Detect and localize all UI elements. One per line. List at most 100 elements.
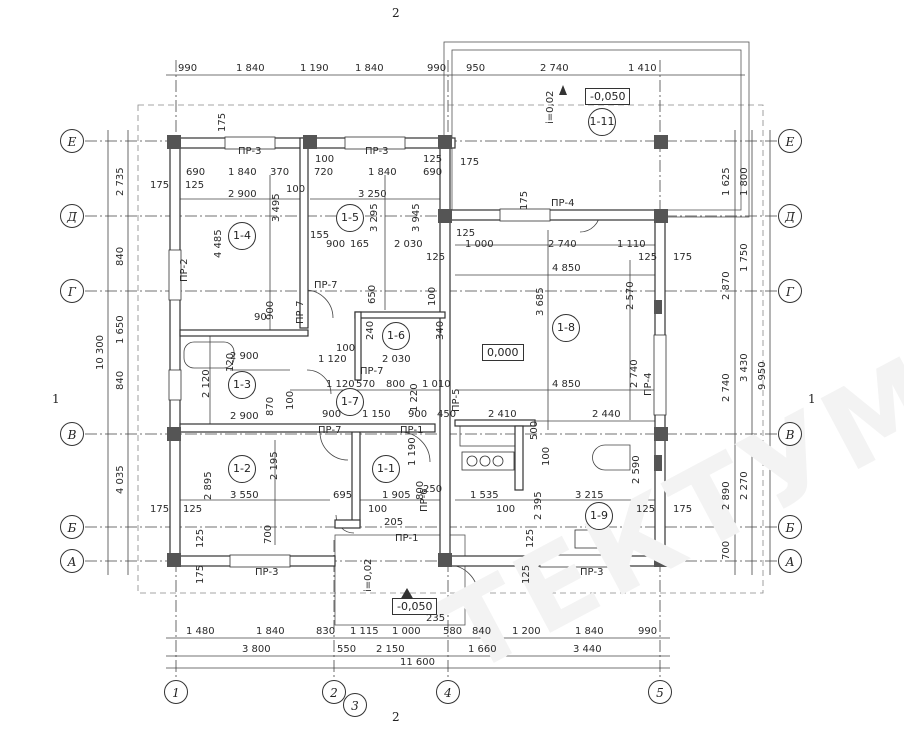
inner-dim: 900 <box>322 409 342 420</box>
inner-dim: 175 <box>150 180 170 191</box>
inner-dim: 3 215 <box>575 490 604 501</box>
inner-dim: 100 <box>286 184 306 195</box>
inner-dim: 570 <box>356 379 376 390</box>
left-dim: 1 650 <box>115 315 126 344</box>
top-dim: 950 <box>466 63 486 74</box>
inner-dim: 175 <box>519 190 530 210</box>
inner-dim: 2 570 <box>625 281 636 310</box>
inner-dim: 125 <box>195 528 206 548</box>
inner-dim: 175 <box>673 252 693 263</box>
right-dim: 2 870 <box>721 271 732 300</box>
inner-dim: 100 <box>496 504 516 515</box>
axis-row-left-b: Б <box>60 515 84 539</box>
bottom-dim: 550 <box>337 644 357 655</box>
opening-pr3-top-left: ПР-3 <box>238 146 262 157</box>
room-tag-1-4: 1-4 <box>228 222 256 250</box>
level-mark-porch: -0,050 <box>392 598 438 615</box>
left-dim: 2 735 <box>115 167 126 196</box>
inner-dim: 800 <box>386 379 406 390</box>
inner-dim: 690 <box>186 167 206 178</box>
inner-dim: 125 <box>638 252 658 263</box>
inner-dim: 900 <box>326 239 346 250</box>
room-tag-1-3: 1-3 <box>228 371 256 399</box>
inner-dim: 240 <box>365 320 376 340</box>
inner-dim: 175 <box>195 564 206 584</box>
inner-dim: 3 495 <box>271 193 282 222</box>
inner-dim: 175 <box>150 504 170 515</box>
left-dim: 840 <box>115 246 126 266</box>
inner-dim: 4 485 <box>213 229 224 258</box>
opening-pr4-top: ПР-4 <box>551 198 575 209</box>
opening-pr4-right: ПР-4 <box>643 372 654 396</box>
slope-terrace: i=0,02 <box>545 90 556 124</box>
level-mark-main: 0,000 <box>482 344 524 361</box>
inner-dim: 120 <box>225 352 236 372</box>
inner-dim: 1 535 <box>470 490 499 501</box>
level-mark-terrace: -0,050 <box>585 88 631 105</box>
bottom-dim: 990 <box>638 626 658 637</box>
axis-col-2: 2 <box>322 680 346 704</box>
opening-pr7-d: ПР-7 <box>318 425 342 436</box>
room-tag-1-6: 1-6 <box>382 322 410 350</box>
opening-pr1: ПР-1 <box>400 425 424 436</box>
right-dim: 1 625 <box>721 167 732 196</box>
left-dim: 4 035 <box>115 465 126 494</box>
inner-dim: 500 <box>529 420 540 440</box>
inner-dim: 1 110 <box>617 239 646 250</box>
inner-dim: 2 740 <box>629 359 640 388</box>
inner-dim: 2 195 <box>269 451 280 480</box>
room-tag-1-9: 1-9 <box>585 502 613 530</box>
inner-dim: 2 440 <box>592 409 621 420</box>
bottom-dim: 3 440 <box>573 644 602 655</box>
inner-dim: 165 <box>350 239 370 250</box>
axis-row-left-v: В <box>60 422 84 446</box>
opening-pr3-bot-left: ПР-3 <box>255 567 279 578</box>
inner-dim: 3 685 <box>535 287 546 316</box>
top-dim: 990 <box>427 63 447 74</box>
inner-dim: 720 <box>314 167 334 178</box>
inner-dim: 2 900 <box>230 351 259 362</box>
inner-dim: 1 840 <box>228 167 257 178</box>
opening-pr7-b: ПР-7 <box>295 300 306 324</box>
top-dim: 1 840 <box>236 63 265 74</box>
axis-row-right-b: Б <box>778 515 802 539</box>
right-dim: 700 <box>721 540 732 560</box>
inner-dim: 250 <box>423 484 443 495</box>
bottom-dim: 1 480 <box>186 626 215 637</box>
axis-col-1: 1 <box>164 680 188 704</box>
axis-col-4: 4 <box>436 680 460 704</box>
inner-dim: 700 <box>263 524 274 544</box>
right-dim: 3 430 <box>739 353 750 382</box>
bottom-dim: 1 200 <box>512 626 541 637</box>
axis-row-left-a: А <box>60 549 84 573</box>
inner-dim: 2 120 <box>201 369 212 398</box>
right-total-dim: 9 950 <box>757 361 768 390</box>
inner-dim: 125 <box>636 504 656 515</box>
inner-dim: 1 120 <box>326 379 355 390</box>
left-dim: 840 <box>115 370 126 390</box>
opening-pr3-bot-right: ПР-3 <box>580 567 604 578</box>
inner-dim: 155 <box>310 230 330 241</box>
inner-dim: 2 030 <box>382 354 411 365</box>
inner-dim: 1 840 <box>368 167 397 178</box>
bottom-dim: 3 800 <box>242 644 271 655</box>
inner-dim: 800 <box>415 480 426 500</box>
opening-pr7-c: ПР-7 <box>360 366 384 377</box>
inner-dim: 1 220 <box>409 383 420 412</box>
inner-dim: 4 850 <box>552 263 581 274</box>
room-tag-1-5: 1-5 <box>336 204 364 232</box>
bottom-dim: 1 660 <box>468 644 497 655</box>
inner-dim: 100 <box>285 390 296 410</box>
inner-dim: 2 410 <box>488 409 517 420</box>
inner-dim: 2 740 <box>548 239 577 250</box>
top-dim: 1 190 <box>300 63 329 74</box>
section-mark-right: 1 <box>808 392 816 406</box>
inner-dim: 3 295 <box>369 203 380 232</box>
room-tag-1-11: 1-11 <box>588 108 616 136</box>
bottom-dim: 580 <box>443 626 463 637</box>
inner-dim: 100 <box>336 343 356 354</box>
top-dim: 1 840 <box>355 63 384 74</box>
room-tag-1-1: 1-1 <box>372 455 400 483</box>
axis-row-left-d: Д <box>60 204 84 228</box>
room-tag-1-2: 1-2 <box>228 455 256 483</box>
